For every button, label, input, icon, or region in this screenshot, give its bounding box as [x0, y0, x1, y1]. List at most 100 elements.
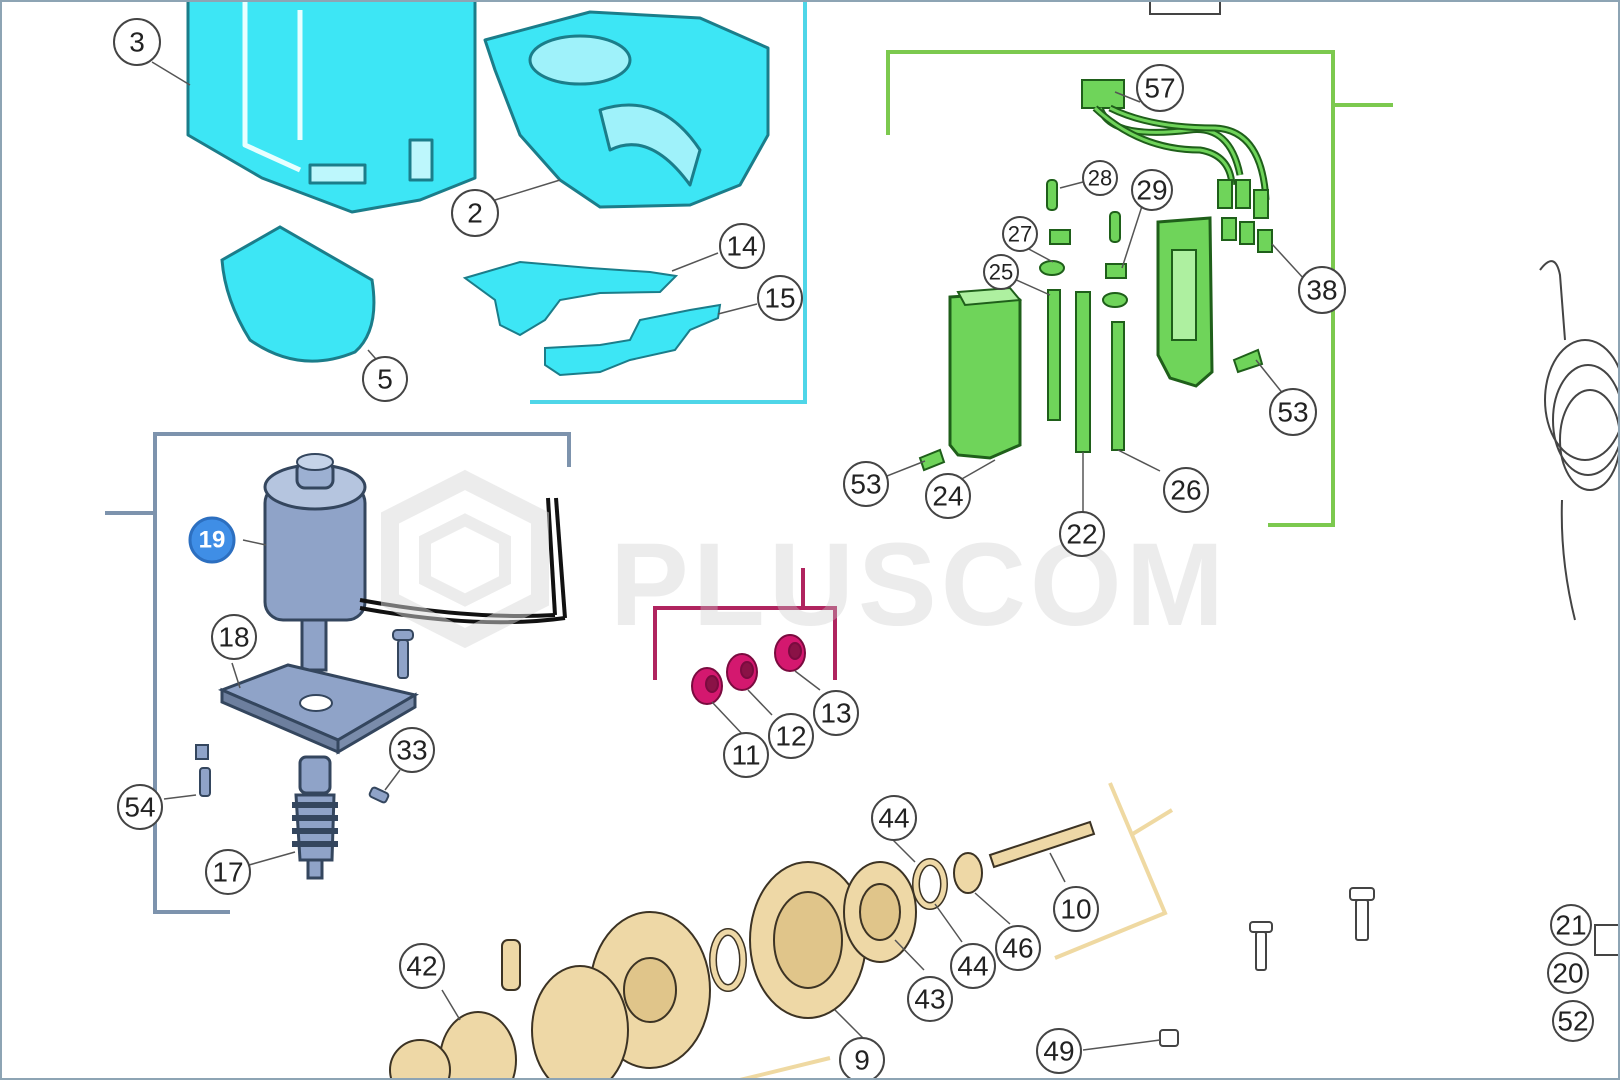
callout-label: 57: [1144, 73, 1175, 104]
callout-label: 52: [1557, 1006, 1588, 1037]
callout-circle: [399, 943, 445, 989]
callout-c19: 33: [389, 727, 435, 773]
callout-c29: 43: [907, 976, 953, 1022]
cable-coil: [1539, 260, 1620, 621]
callout-c28: 44: [950, 943, 996, 989]
callout-circle: [1131, 169, 1173, 211]
cable-harness-57: [1081, 79, 1270, 219]
callout-label: 53: [850, 469, 881, 500]
callout-circle: [995, 925, 1041, 971]
callout-label: 33: [396, 735, 427, 766]
callout-label: 3: [129, 27, 145, 58]
worm-shaft-17: [292, 755, 338, 880]
enclosure-24: [948, 286, 1022, 460]
frame-gear-group: [1054, 782, 1168, 960]
callout-c5: 5: [362, 356, 408, 402]
callout-c17: 19: [188, 516, 236, 564]
callout-circle: [925, 473, 971, 519]
callout-circle: [1036, 1028, 1082, 1074]
frame-motor-group: [153, 432, 571, 914]
callout-circle: [113, 18, 161, 66]
callout-c10: 25: [983, 254, 1019, 290]
flange-plate-18: [218, 663, 419, 755]
rod-26: [1111, 321, 1125, 451]
callout-c11: 38: [1298, 266, 1346, 314]
callout-label: 43: [914, 984, 945, 1015]
callout-c25: 44: [871, 795, 917, 841]
callout-label: 15: [764, 283, 795, 314]
frame-gear-tick: [1129, 808, 1174, 837]
callout-circle: [205, 849, 251, 895]
callout-label: 29: [1136, 175, 1167, 206]
callout-c27: 46: [995, 925, 1041, 971]
callout-label: 17: [212, 857, 243, 888]
frame-electronics-group: [886, 50, 1335, 527]
callout-label: 24: [932, 481, 963, 512]
callout-label: 12: [775, 721, 806, 752]
callout-label: 22: [1066, 519, 1097, 550]
callout-c32: 21: [1550, 904, 1592, 946]
callout-label: 27: [1008, 222, 1032, 247]
screws-33-54: [195, 629, 414, 804]
callout-label: 42: [406, 951, 437, 982]
callout-circle: [362, 356, 408, 402]
callout-c31: 9: [839, 1037, 885, 1083]
callout-label: 13: [820, 698, 851, 729]
frame-gear-bottom: [739, 1056, 831, 1082]
callout-circle: [723, 732, 769, 778]
callout-c20: 54: [117, 784, 163, 830]
callout-c2: 2: [451, 189, 499, 237]
callout-circle: [389, 727, 435, 773]
callout-circle: [871, 795, 917, 841]
callout-circle: [813, 690, 859, 736]
callout-circle: [1002, 216, 1038, 252]
callout-circle: [1059, 511, 1105, 557]
callout-label: 21: [1555, 910, 1586, 941]
callout-circle: [188, 516, 236, 564]
callout-circle: [1547, 952, 1589, 994]
callout-circle: [1269, 388, 1317, 436]
callout-c9: 27: [1002, 216, 1038, 252]
rod-22: [1075, 291, 1091, 453]
callout-c30: 42: [399, 943, 445, 989]
screw-53: [918, 348, 1264, 472]
callout-label: 53: [1277, 397, 1308, 428]
callout-circle: [1550, 904, 1592, 946]
callout-label: 54: [124, 792, 155, 823]
shaft-10: [912, 820, 1096, 910]
pins-28-27-29: [1039, 179, 1128, 308]
callout-c33: 20: [1547, 952, 1589, 994]
callout-c23: 12: [768, 713, 814, 759]
callout-label: 5: [377, 364, 393, 395]
screws-gray: [1149, 0, 1620, 1047]
callout-c18: 18: [211, 614, 257, 660]
frame-bushing-group: [653, 606, 837, 680]
callout-label: 18: [218, 622, 249, 653]
callout-circle: [757, 275, 803, 321]
callout-circle: [1298, 266, 1346, 314]
callout-c8: 29: [1131, 169, 1173, 211]
callout-circle: [211, 614, 257, 660]
gasket-part-14: [462, 260, 679, 337]
callout-circle: [1082, 160, 1118, 196]
rod-25: [1047, 289, 1061, 421]
watermark-text: PLUSCOM: [610, 519, 1228, 651]
callout-circle: [1136, 64, 1184, 112]
callout-circle: [1163, 467, 1209, 513]
callout-label: 49: [1043, 1036, 1074, 1067]
callout-label: 38: [1306, 275, 1337, 306]
callout-c24: 13: [813, 690, 859, 736]
housing-part-5: [220, 225, 376, 363]
callout-label: 46: [1002, 933, 1033, 964]
housing-part-3: [186, 0, 477, 214]
callout-label: 14: [726, 231, 757, 262]
callout-circle: [768, 713, 814, 759]
motor-19: [263, 453, 567, 672]
callout-label: 19: [199, 527, 226, 554]
callout-c22: 11: [723, 732, 769, 778]
callout-c13: 53: [843, 461, 889, 507]
frame-housing-group: [530, 0, 807, 404]
